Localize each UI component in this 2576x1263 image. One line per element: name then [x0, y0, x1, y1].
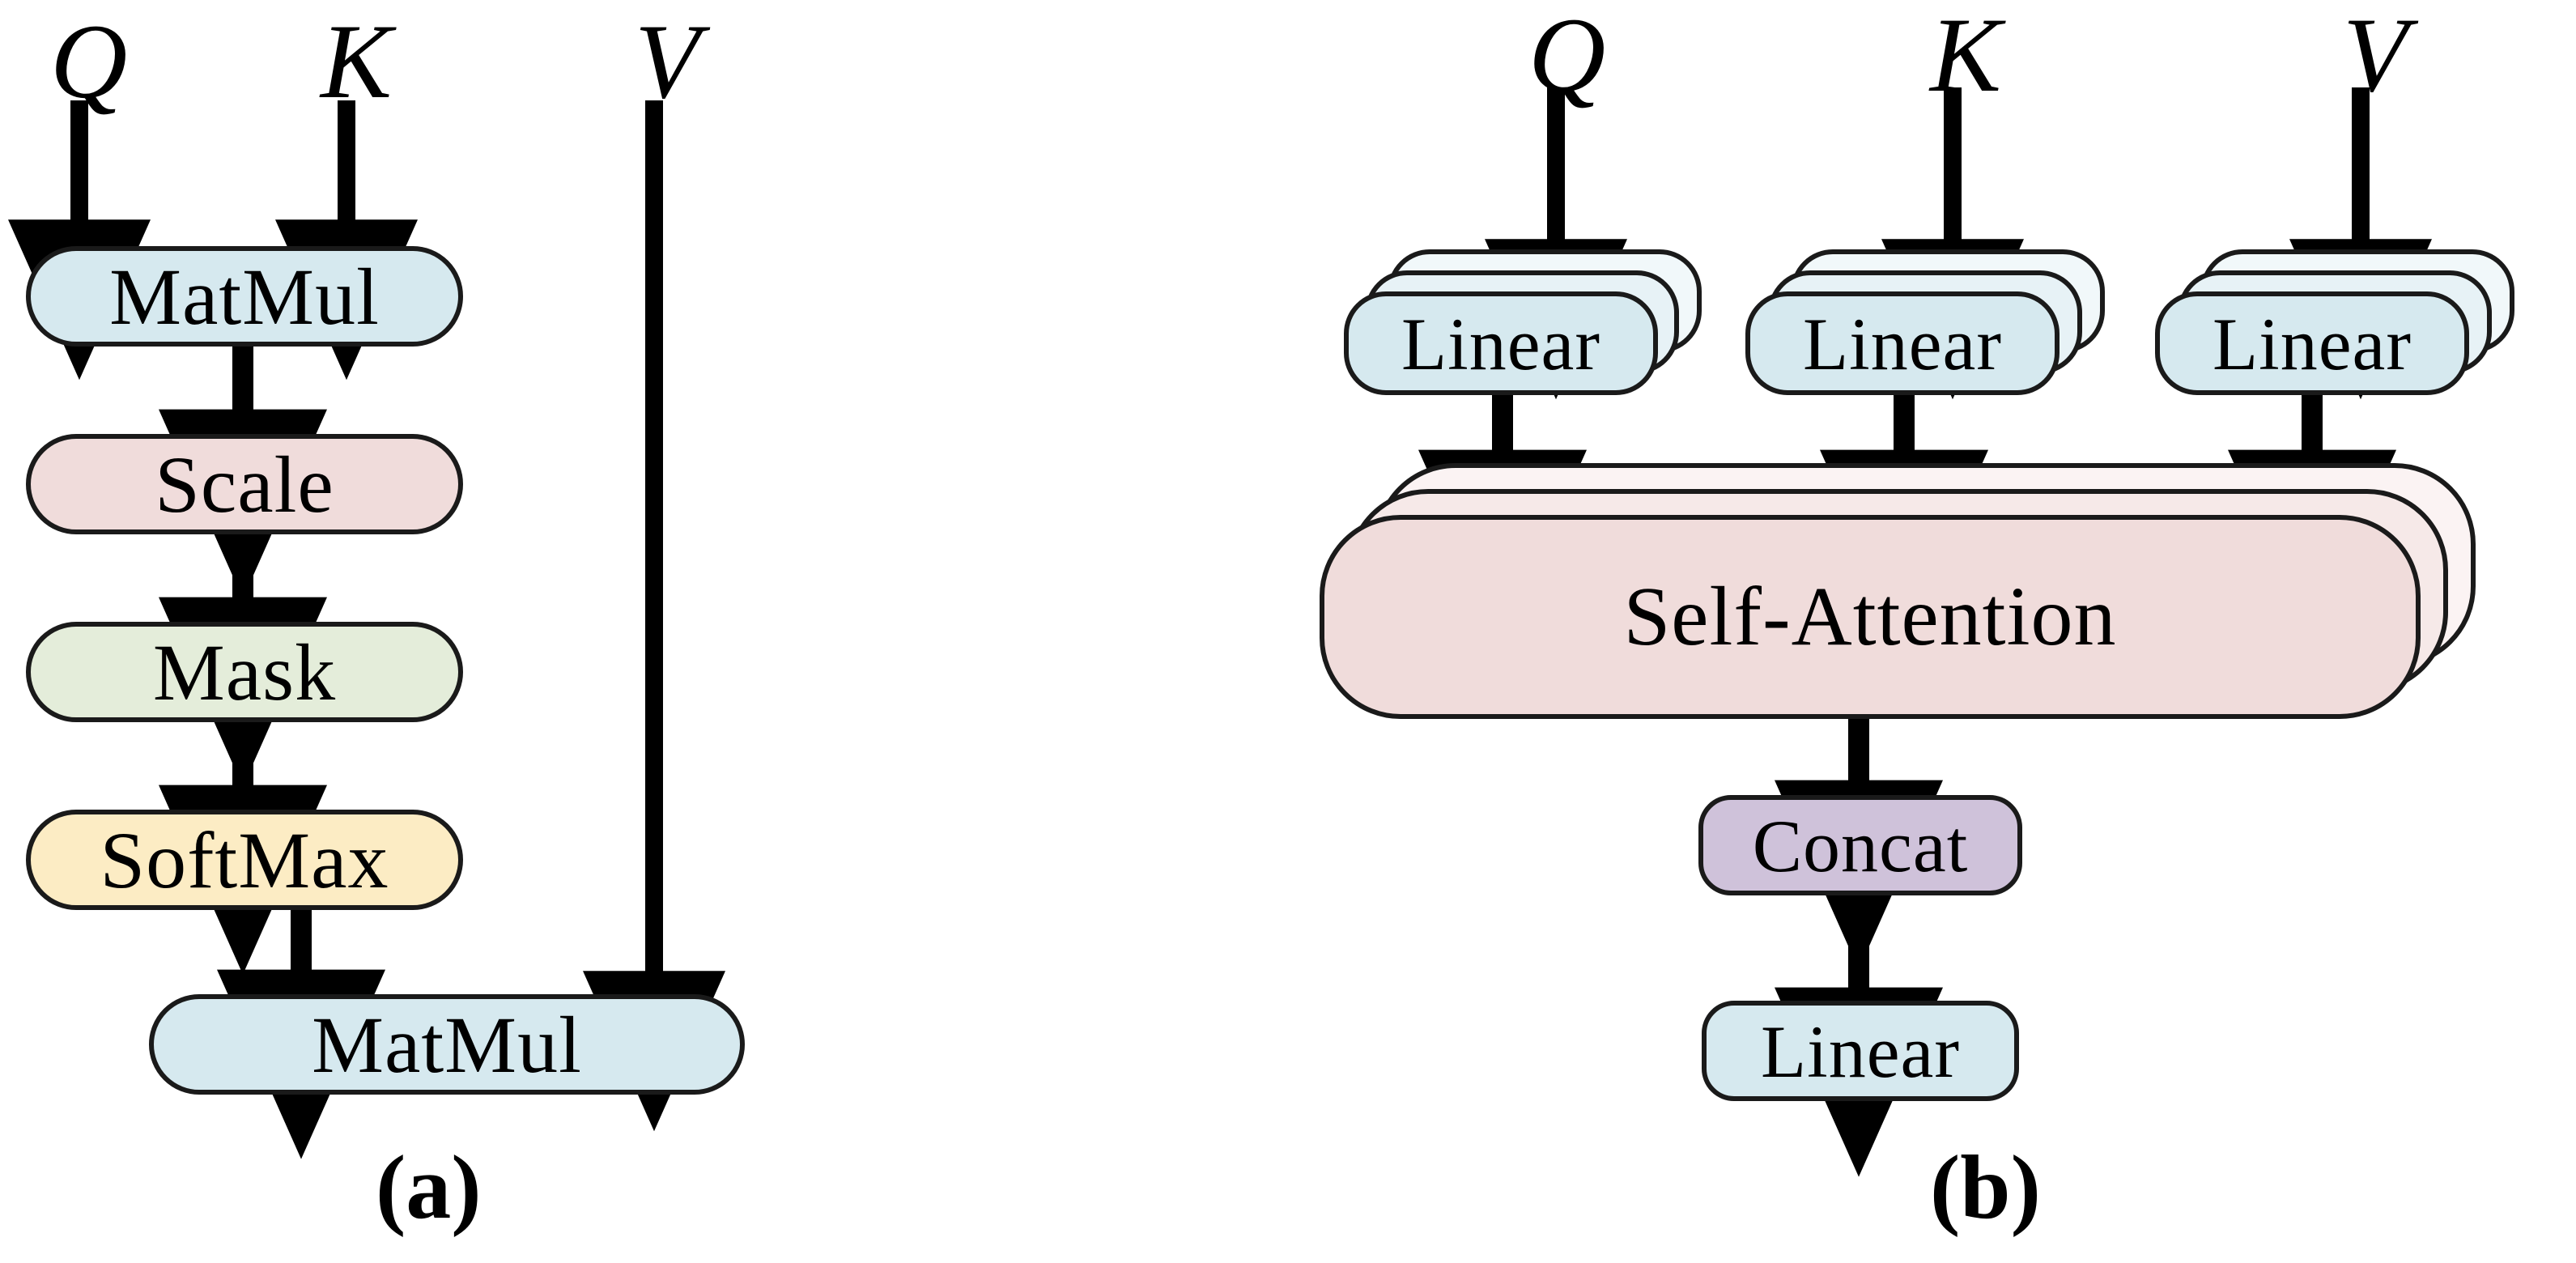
node-matmul-bottom[interactable]: MatMul: [149, 994, 745, 1095]
caption-a: (a): [376, 1138, 482, 1239]
node-softmax[interactable]: SoftMax: [26, 810, 463, 910]
node-concat[interactable]: Concat: [1698, 795, 2022, 895]
node-linear-q-label: Linear: [1401, 302, 1601, 385]
node-self-attention-label: Self-Attention: [1623, 571, 2117, 663]
node-linear-out-label: Linear: [1760, 1010, 1961, 1092]
node-self-attention[interactable]: Self-Attention: [1320, 515, 2421, 719]
node-softmax-label: SoftMax: [100, 814, 389, 905]
input-label-v-b: V: [2343, 0, 2408, 115]
node-scale[interactable]: Scale: [26, 434, 463, 534]
input-label-q-a: Q: [50, 3, 128, 121]
input-label-k-a: K: [321, 3, 393, 121]
input-label-v-a: V: [635, 3, 700, 121]
node-linear-q[interactable]: Linear: [1344, 291, 1658, 395]
node-matmul-top[interactable]: MatMul: [26, 246, 463, 347]
input-label-k-b: K: [1930, 0, 2002, 115]
node-linear-k-label: Linear: [1802, 302, 2003, 385]
node-linear-v-label: Linear: [2212, 302, 2412, 385]
node-matmul-top-label: MatMul: [109, 251, 380, 342]
node-linear-out[interactable]: Linear: [1702, 1001, 2019, 1101]
node-mask[interactable]: Mask: [26, 622, 463, 722]
node-mask-label: Mask: [152, 627, 337, 717]
node-matmul-bottom-label: MatMul: [312, 999, 582, 1090]
caption-b: (b): [1930, 1138, 2041, 1239]
node-linear-k[interactable]: Linear: [1745, 291, 2060, 395]
input-label-q-b: Q: [1528, 0, 1606, 115]
node-concat-label: Concat: [1752, 804, 1969, 887]
node-scale-label: Scale: [155, 439, 334, 529]
node-linear-v[interactable]: Linear: [2155, 291, 2469, 395]
